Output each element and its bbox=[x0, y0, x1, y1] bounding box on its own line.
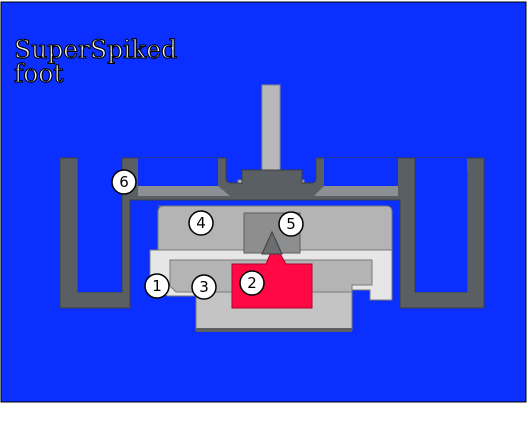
callout-2: 2 bbox=[239, 270, 265, 296]
base-pad-spikes bbox=[196, 328, 352, 332]
callout-1-circle bbox=[144, 273, 170, 299]
title-line-1: SuperSpiked bbox=[14, 35, 177, 64]
callout-1-label: 1 bbox=[152, 277, 162, 295]
spike-tip bbox=[261, 230, 283, 255]
callout-3: 3 bbox=[191, 274, 217, 300]
callout-1: 1 bbox=[144, 273, 170, 299]
callout-2-circle bbox=[239, 270, 265, 296]
callout-5-circle bbox=[278, 211, 304, 237]
frame-gap-right-top bbox=[324, 158, 398, 186]
callout-3-circle bbox=[191, 274, 217, 300]
callout-5: 5 bbox=[278, 211, 304, 237]
callout-6: 6 bbox=[111, 169, 137, 195]
callout-4-label: 4 bbox=[196, 214, 206, 232]
frame-inner-strip bbox=[138, 186, 398, 196]
callout-4: 4 bbox=[188, 210, 214, 236]
title-line-2: foot bbox=[14, 59, 63, 88]
frame-gap-left-top bbox=[138, 158, 218, 186]
callout-6-circle bbox=[111, 169, 137, 195]
callout-4-circle bbox=[188, 210, 214, 236]
callout-3-label: 3 bbox=[199, 278, 209, 296]
callout-6-label: 6 bbox=[119, 173, 129, 191]
callout-5-label: 5 bbox=[286, 215, 296, 233]
frame-gap-right bbox=[415, 158, 467, 292]
callout-2-label: 2 bbox=[247, 274, 257, 292]
